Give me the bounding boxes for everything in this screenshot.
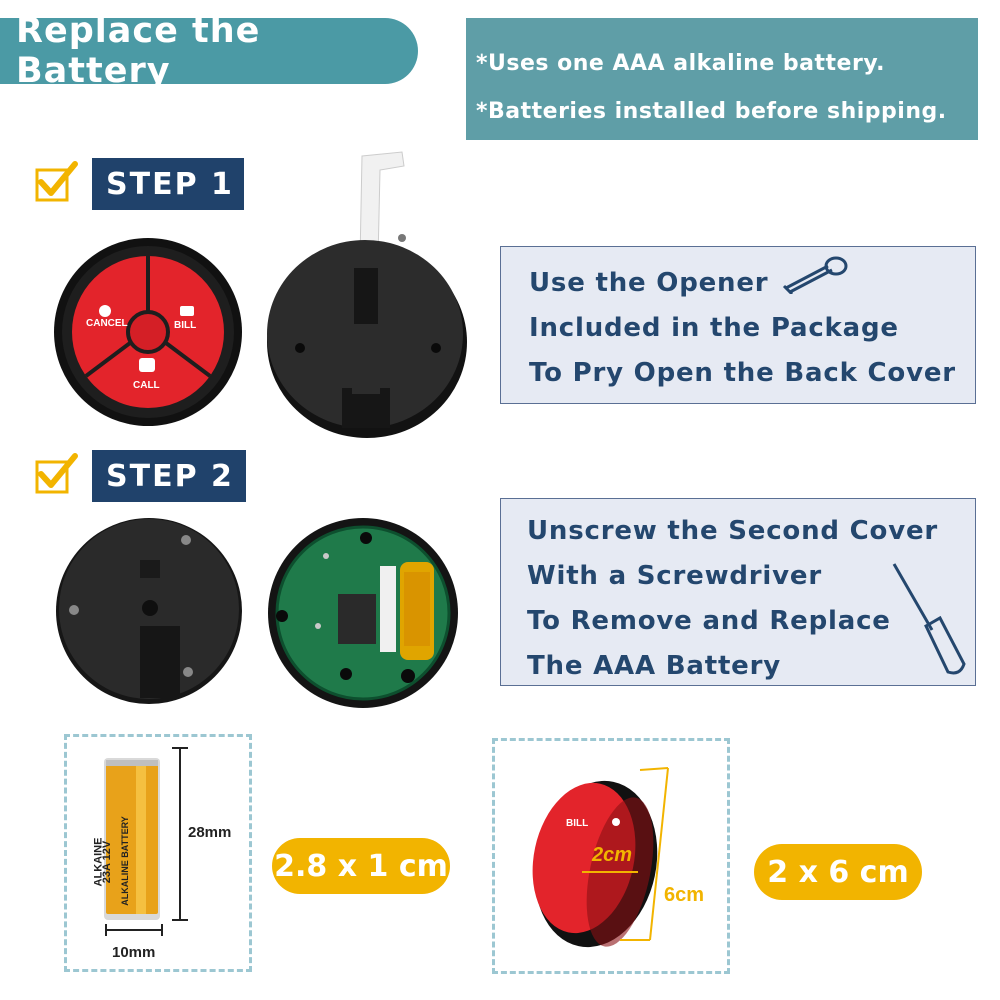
note-line-2: *Batteries installed before shipping. [476, 99, 947, 124]
step-1-line-2: Included in the Package [529, 313, 899, 343]
inner-cover-image [56, 518, 242, 704]
step-1-instructions: Use the Opener Included in the Package T… [500, 246, 976, 404]
checkmark-icon [35, 453, 78, 494]
step-2-line-3: To Remove and Replace [527, 606, 891, 636]
step-2-label: STEP 2 [92, 450, 246, 502]
battery-width-label: 10mm [112, 944, 156, 961]
pager-back-image [267, 151, 467, 438]
call-label: CALL [133, 380, 160, 391]
step-2-instructions: Unscrew the Second Cover With a Screwdri… [500, 498, 976, 686]
bill-label: BILL [174, 320, 197, 331]
screwdriver-icon [892, 563, 966, 675]
device-dimension-lines [582, 767, 669, 941]
device-size-pill: 2 x 6 cm [754, 844, 922, 900]
step-1-line-3: To Pry Open the Back Cover [529, 358, 956, 388]
step-2-line-4: The AAA Battery [527, 651, 781, 681]
note-line-1: *Uses one AAA alkaline battery. [476, 51, 885, 76]
battery-size-pill: 2.8 x 1 cm [272, 838, 450, 894]
battery-height-label: 28mm [188, 824, 232, 841]
step-2-line-2: With a Screwdriver [527, 561, 822, 591]
device-bill-label: BILL [566, 818, 589, 829]
step-1-line-1: Use the Opener [529, 268, 769, 298]
device-side-image [532, 780, 658, 948]
pager-front-image [54, 238, 242, 426]
step-1-label: STEP 1 [92, 158, 244, 210]
device-diameter-label: 6cm [664, 884, 705, 906]
opener-icon [782, 256, 848, 294]
battery-notes: *Uses one AAA alkaline battery. *Batteri… [466, 18, 978, 140]
battery-dimension-lines [105, 747, 188, 936]
device-depth-label: 2cm [592, 844, 633, 866]
circuit-board-image [268, 518, 458, 708]
cancel-label: CANCEL [86, 318, 128, 329]
page-title: Replace the Battery [0, 11, 418, 91]
checkmark-icon [35, 161, 78, 202]
battery-image [104, 758, 160, 920]
step-2-line-1: Unscrew the Second Cover [527, 516, 939, 546]
